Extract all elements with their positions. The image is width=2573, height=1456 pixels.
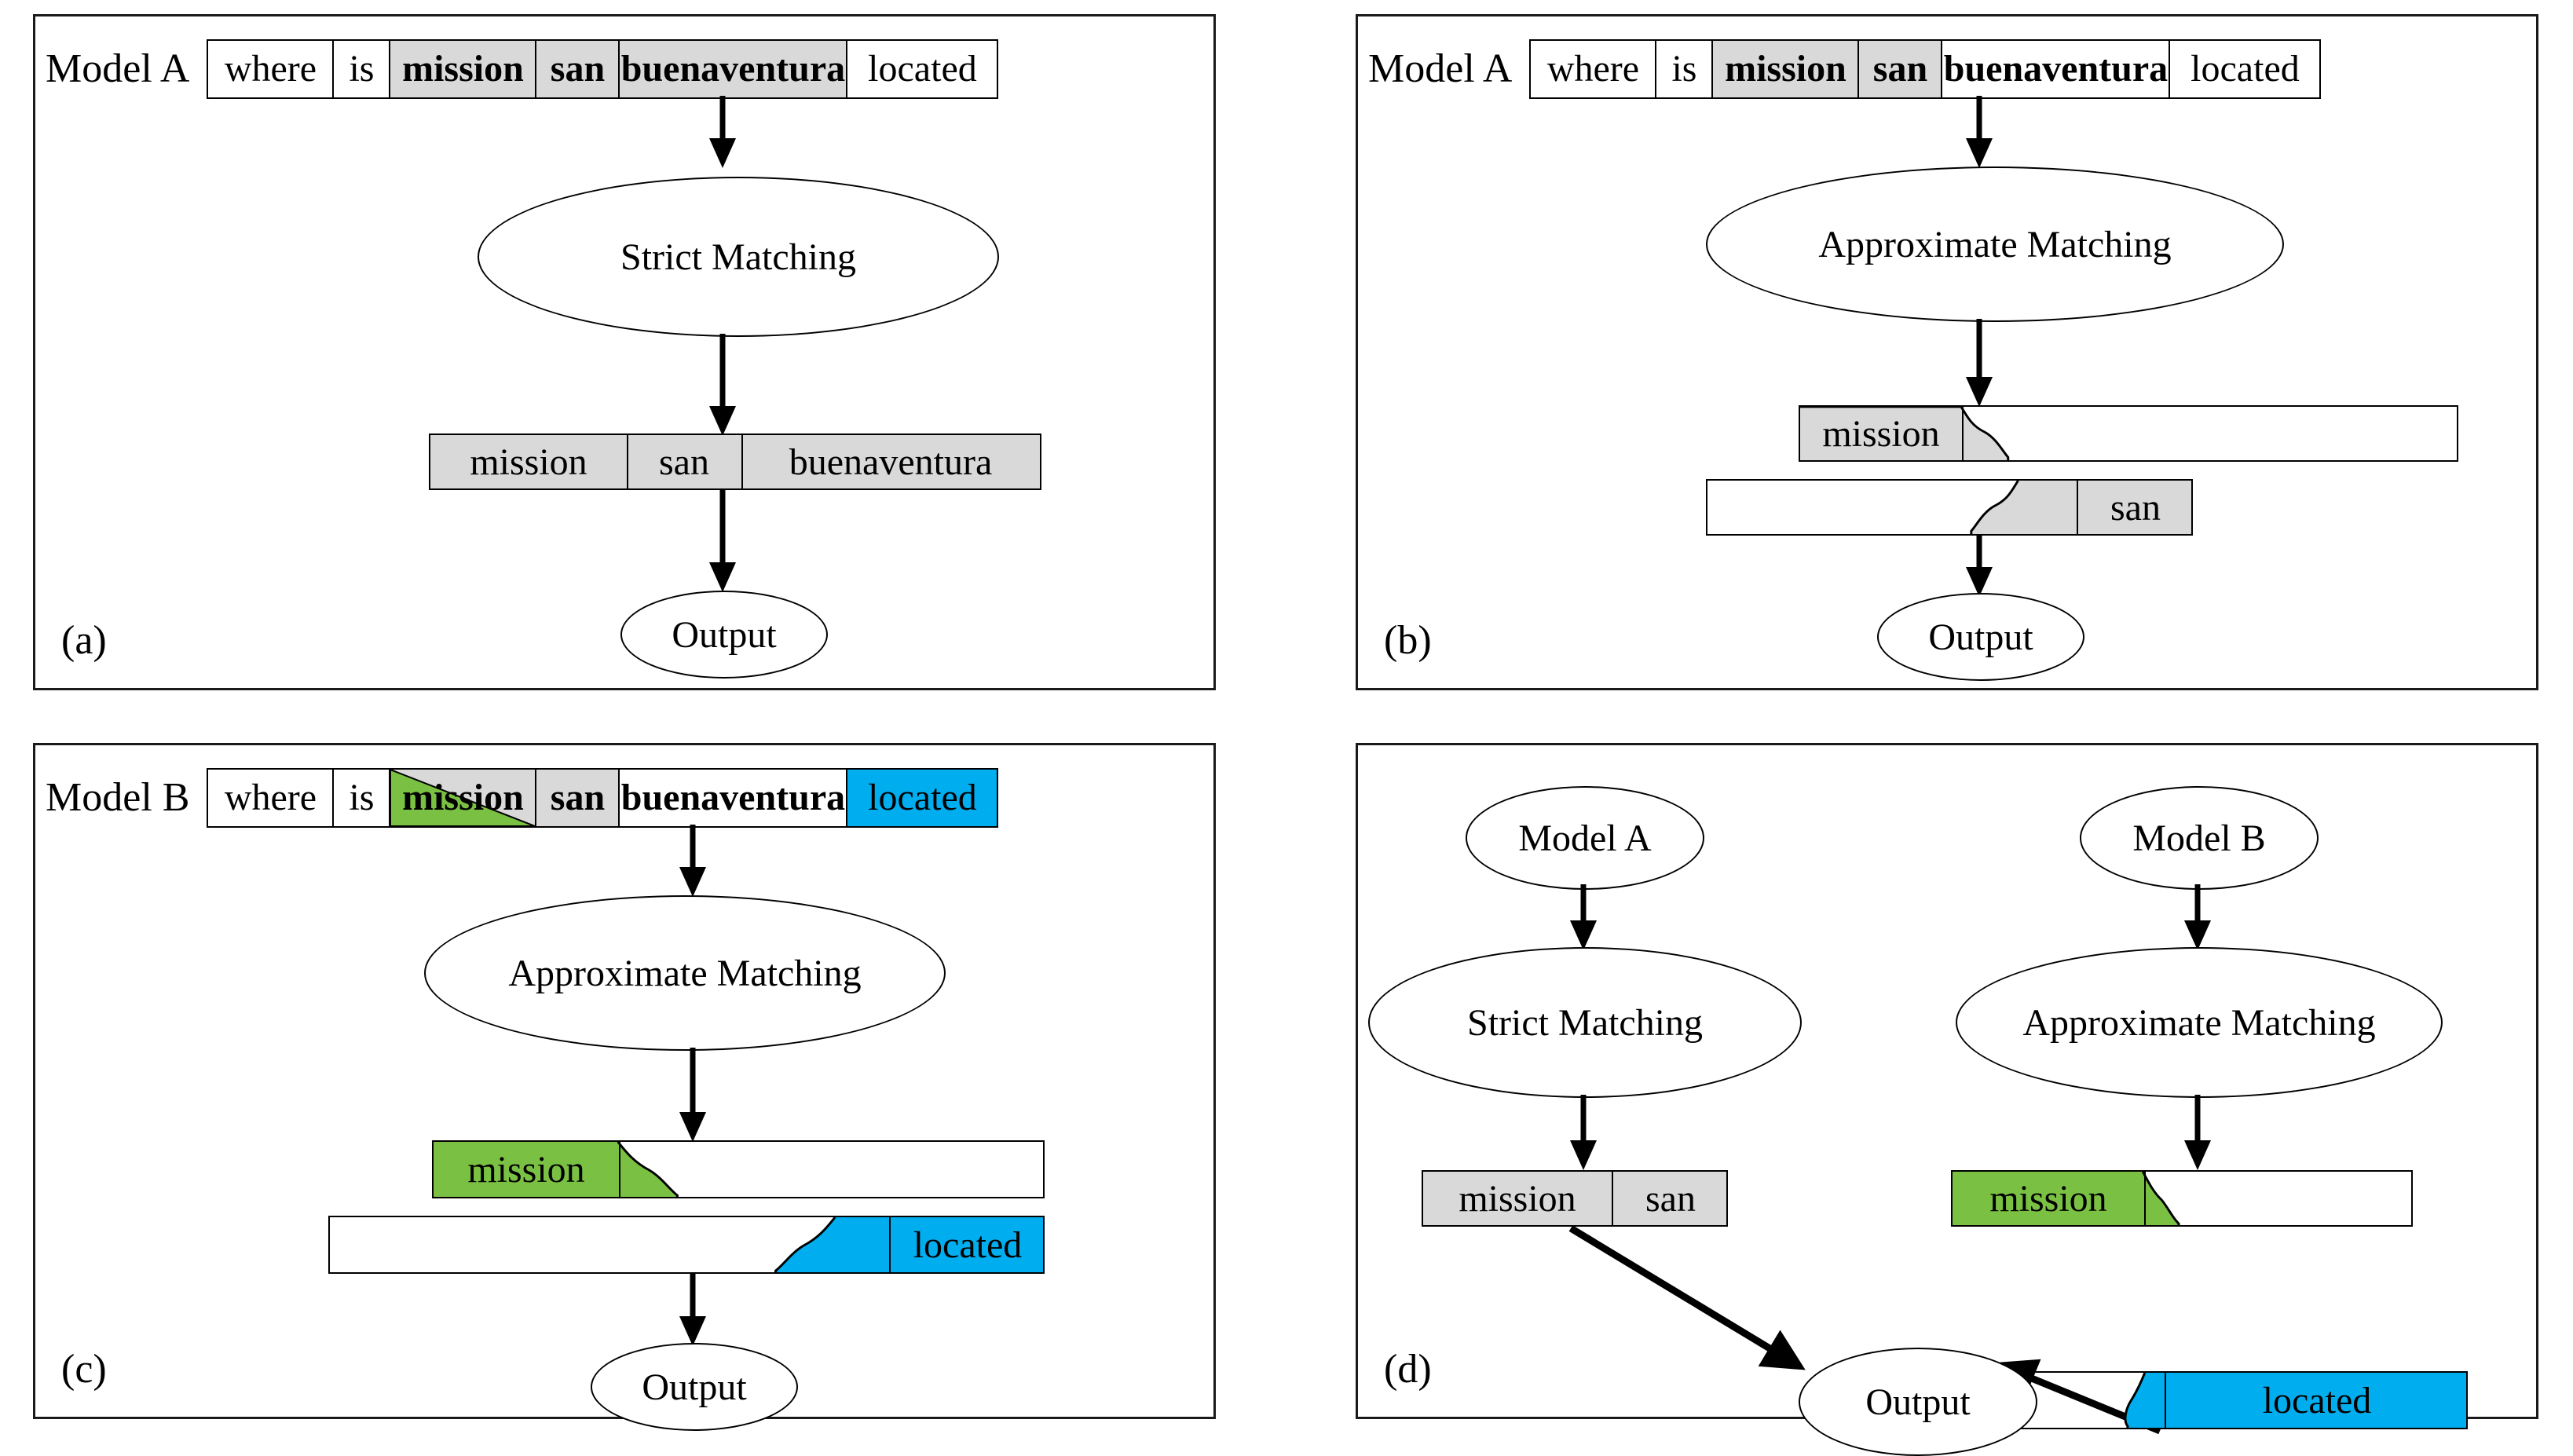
green-triangle-overlay: [390, 770, 536, 826]
panel-c-arrow-result-to-output: [677, 1274, 708, 1348]
panel-d-arrow-approx-to-result: [2182, 1095, 2213, 1172]
token-buenaventura[interactable]: buenaventura: [1942, 41, 2171, 97]
result-seg-buenaventura: buenaventura: [789, 441, 993, 483]
result-seg-located: located: [2262, 1379, 2372, 1421]
panel-c-token-list: where is mission san buenaventura locate…: [207, 768, 999, 828]
panel-a-arrow-input-to-process: [707, 96, 738, 168]
token-san[interactable]: san: [536, 770, 620, 826]
taper-shape-gray-left: [1970, 481, 2191, 534]
panel-d-arrow-model-b-to-approx: [2182, 884, 2213, 952]
panel-d-right-result-bar-located: located: [2006, 1371, 2468, 1429]
token-located[interactable]: located: [847, 41, 997, 97]
panel-d-model-a-label: Model A: [1518, 817, 1652, 859]
panel-d-approx-matching-label: Approximate Matching: [2022, 1001, 2376, 1044]
panel-a-model-label: Model A: [46, 46, 190, 91]
panel-a: (a) Model A where is mission san buenave…: [0, 0, 1257, 719]
result-seg-mission: mission: [1459, 1177, 1576, 1220]
panel-d-right-result-bar-mission: mission: [1951, 1170, 2413, 1227]
panel-b-result-bar-san: san: [1706, 479, 2193, 536]
panel-b-border: [1356, 14, 2538, 690]
taper-shape-blue-left: [774, 1217, 1043, 1272]
panel-a-token-list: where is mission san buenaventura locate…: [207, 39, 999, 99]
panel-d-strict-matching-ellipse[interactable]: Strict Matching: [1368, 947, 1802, 1098]
panel-b-tag: (b): [1384, 618, 1432, 663]
panel-d-arrow-model-a-to-strict: [1568, 884, 1599, 952]
panel-c-result-bar-located: located: [328, 1216, 1045, 1274]
result-seg-mission: mission: [467, 1148, 585, 1191]
panel-b-result-bar-mission: mission: [1799, 405, 2458, 462]
panel-d-approx-matching-ellipse[interactable]: Approximate Matching: [1956, 947, 2443, 1098]
panel-c-model-label: Model B: [46, 775, 190, 820]
panel-c-arrow-input-to-process: [677, 825, 708, 897]
token-mission[interactable]: mission: [390, 41, 537, 97]
result-seg-san: san: [659, 441, 709, 483]
panel-d-output-label: Output: [1865, 1381, 1971, 1423]
panel-b-model-label: Model A: [1368, 46, 1513, 91]
panel-d-output-ellipse[interactable]: Output: [1799, 1348, 2037, 1456]
panel-b-input-strip: Model A where is mission san buenaventur…: [1368, 39, 2322, 99]
token-buenaventura[interactable]: buenaventura: [620, 770, 848, 826]
token-where[interactable]: where: [1531, 41, 1657, 97]
panel-d: (d) Model A Model B Strict Matching Appr…: [1257, 719, 2573, 1456]
token-buenaventura[interactable]: buenaventura: [620, 41, 848, 97]
panel-c-output-ellipse[interactable]: Output: [591, 1343, 798, 1431]
token-is[interactable]: is: [334, 41, 391, 97]
panel-b-token-list: where is mission san buenaventura locate…: [1529, 39, 2322, 99]
panel-a-arrow-process-to-result: [707, 334, 738, 436]
panel-c-process-ellipse[interactable]: Approximate Matching: [424, 895, 946, 1051]
token-is[interactable]: is: [334, 770, 391, 826]
panel-c-result-bar-mission: mission: [432, 1140, 1045, 1198]
panel-a-output-ellipse[interactable]: Output: [620, 591, 828, 679]
token-mission[interactable]: mission: [390, 770, 537, 826]
panel-d-model-b-label: Model B: [2132, 817, 2266, 859]
panel-d-left-result-bar: mission san: [1422, 1170, 1728, 1227]
taper-shape-green-right: [434, 1142, 679, 1197]
result-seg-located: located: [913, 1224, 1023, 1266]
panel-c-output-label: Output: [642, 1366, 747, 1408]
panel-d-strict-matching-label: Strict Matching: [1467, 1001, 1703, 1044]
token-where[interactable]: where: [208, 41, 335, 97]
token-located[interactable]: located: [2170, 41, 2320, 97]
panel-b-arrow-result-to-output: [1964, 536, 1995, 598]
token-san[interactable]: san: [1859, 41, 1943, 97]
result-seg-san: san: [1645, 1177, 1696, 1220]
taper-shape-green-right: [1953, 1172, 2180, 1225]
panel-d-arrow-strict-to-result: [1568, 1095, 1599, 1172]
panel-c: (c) Model B where is mission san buenave…: [0, 719, 1257, 1440]
panel-a-output-label: Output: [672, 613, 777, 656]
result-seg-mission: mission: [1989, 1177, 2107, 1220]
token-where[interactable]: where: [208, 770, 335, 826]
panel-c-process-label: Approximate Matching: [508, 952, 862, 994]
panel-c-border: [33, 743, 1216, 1419]
panel-a-border: [33, 14, 1216, 690]
token-is[interactable]: is: [1656, 41, 1714, 97]
token-san[interactable]: san: [536, 41, 620, 97]
panel-b-arrow-input-to-process: [1964, 96, 1995, 168]
token-mission[interactable]: mission: [1713, 41, 1860, 97]
panel-b-output-ellipse[interactable]: Output: [1877, 593, 2084, 681]
panel-a-result-bar: mission san buenaventura: [429, 434, 1041, 490]
panel-c-tag: (c): [61, 1347, 107, 1392]
panel-a-process-label: Strict Matching: [620, 236, 856, 278]
panel-b: (b) Model A where is mission san buenave…: [1257, 0, 2573, 719]
panel-b-arrow-process-to-result: [1964, 319, 1995, 407]
panel-a-arrow-result-to-output: [707, 490, 738, 592]
panel-c-arrow-process-to-result: [677, 1048, 708, 1142]
panel-b-process-label: Approximate Matching: [1818, 223, 2172, 265]
result-seg-san: san: [2110, 486, 2161, 529]
panel-b-process-ellipse[interactable]: Approximate Matching: [1706, 166, 2284, 322]
panel-d-tag: (d): [1384, 1347, 1432, 1392]
panel-a-input-strip: Model A where is mission san buenaventur…: [46, 39, 999, 99]
taper-shape-gray-right: [1800, 407, 2010, 460]
panel-d-model-a-ellipse[interactable]: Model A: [1466, 786, 1704, 890]
result-seg-mission: mission: [1822, 412, 1940, 455]
token-located[interactable]: located: [847, 770, 997, 826]
result-seg-mission: mission: [470, 441, 587, 483]
panel-c-input-strip: Model B where is mission san buenaventur…: [46, 768, 999, 828]
panel-d-model-b-ellipse[interactable]: Model B: [2080, 786, 2319, 890]
panel-a-process-ellipse[interactable]: Strict Matching: [478, 177, 999, 337]
panel-b-output-label: Output: [1928, 616, 2033, 658]
panel-a-tag: (a): [61, 618, 107, 663]
